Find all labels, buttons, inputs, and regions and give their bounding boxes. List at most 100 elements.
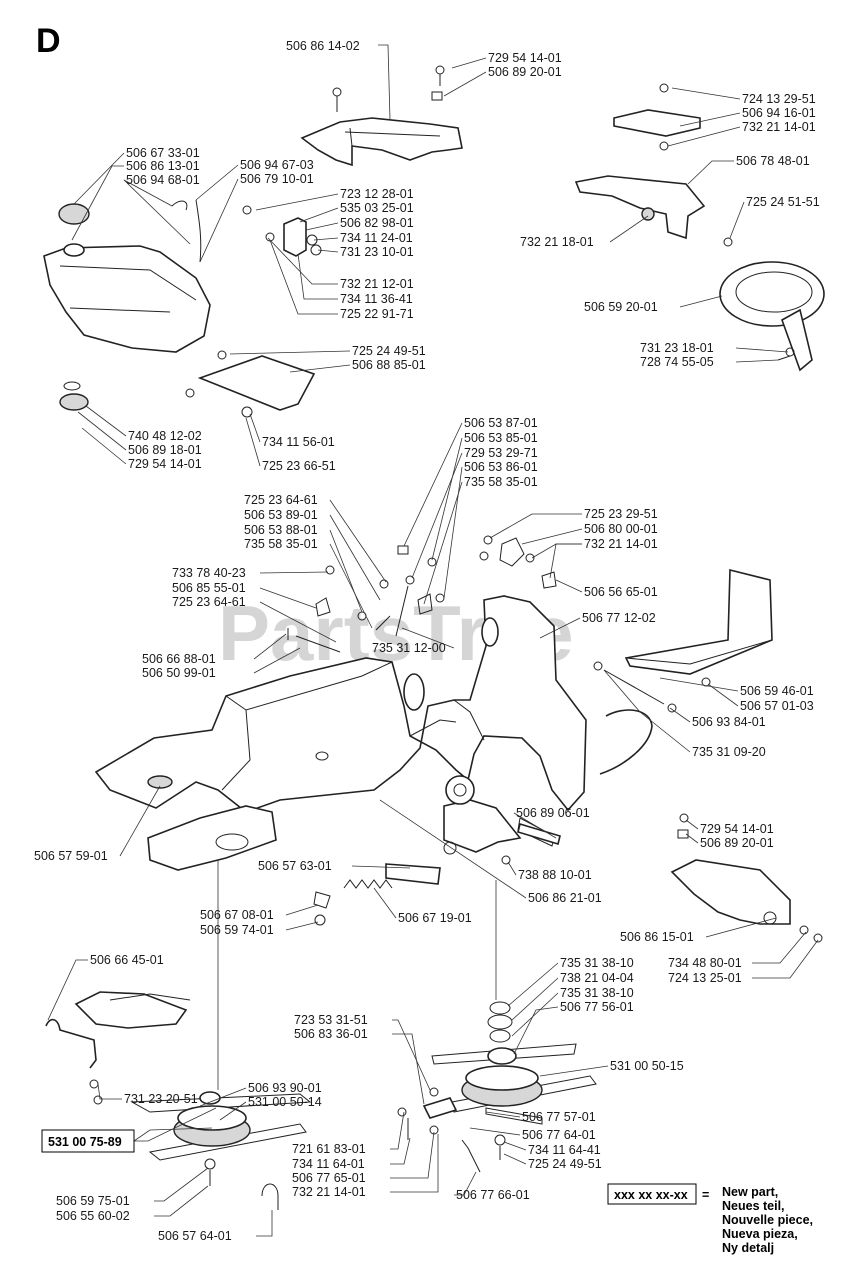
part-number: 506 86 14-02 (286, 39, 360, 53)
part-number: 506 93 90-01 (248, 1081, 322, 1095)
part-number: 531 00 50-14 (248, 1095, 322, 1109)
part-number: 725 23 29-51 (584, 507, 658, 521)
part-number: 723 12 28-01 (340, 187, 414, 201)
part-number: 506 89 18-01 (128, 443, 202, 457)
part-number: 731 23 18-01 (640, 341, 714, 355)
legend-line: Nueva pieza, (722, 1227, 798, 1241)
part-number: 506 78 48-01 (736, 154, 810, 168)
part-number: 506 59 75-01 (56, 1194, 130, 1208)
part-number: 506 50 99-01 (142, 666, 216, 680)
part-number: 506 55 60-02 (56, 1209, 130, 1223)
part-number: 506 89 20-01 (488, 65, 562, 79)
part-number: 506 77 65-01 (292, 1171, 366, 1185)
part-number: 740 48 12-02 (128, 429, 202, 443)
part-number: 738 21 04-04 (560, 971, 634, 985)
part-number: 729 54 14-01 (128, 457, 202, 471)
part-number: 506 53 87-01 (464, 416, 538, 430)
part-number: 506 82 98-01 (340, 216, 414, 230)
part-number: 506 80 00-01 (584, 522, 658, 536)
part-number: 733 78 40-23 (172, 566, 246, 580)
part-number: 506 66 88-01 (142, 652, 216, 666)
part-number: 506 53 85-01 (464, 431, 538, 445)
part-number: 506 85 55-01 (172, 581, 246, 595)
part-number: 735 31 09-20 (692, 745, 766, 759)
part-number: 734 11 24-01 (340, 231, 413, 245)
part-number: 506 53 89-01 (244, 508, 318, 522)
part-number: 531 00 50-15 (610, 1059, 684, 1073)
legend-line: Ny detalj (722, 1241, 774, 1255)
part-number: 506 57 64-01 (158, 1229, 232, 1243)
part-number: 506 77 12-02 (582, 611, 656, 625)
part-number: 734 11 64-41 (528, 1143, 601, 1157)
legend-line: New part, (722, 1185, 778, 1199)
kit-label-text: 531 00 75-89 (48, 1135, 122, 1149)
part-number: 734 11 36-41 (340, 292, 413, 306)
part-number: 506 88 85-01 (352, 358, 426, 372)
part-number: 725 24 49-51 (528, 1157, 602, 1171)
part-number: 735 31 12-00 (372, 641, 446, 655)
part-number: 734 11 56-01 (262, 435, 335, 449)
part-number: 506 53 88-01 (244, 523, 318, 537)
legend-line: Neues teil, (722, 1199, 785, 1213)
part-number: 732 21 14-01 (584, 537, 658, 551)
part-number: 729 54 14-01 (700, 822, 774, 836)
part-number-labels: 506 86 14-02 729 54 14-01 506 89 20-01 7… (34, 39, 820, 1243)
part-number: 725 24 49-51 (352, 344, 426, 358)
part-number: 535 03 25-01 (340, 201, 414, 215)
part-number: 724 13 29-51 (742, 92, 816, 106)
part-number: 506 67 08-01 (200, 908, 274, 922)
part-number: 725 23 64-61 (244, 493, 318, 507)
part-number: 506 59 74-01 (200, 923, 274, 937)
part-number: 738 88 10-01 (518, 868, 592, 882)
part-number: 506 59 46-01 (740, 684, 814, 698)
part-number: 506 79 10-01 (240, 172, 314, 186)
part-number: 506 77 56-01 (560, 1000, 634, 1014)
part-number: 734 11 64-01 (292, 1157, 365, 1171)
part-number: 506 86 15-01 (620, 930, 694, 944)
part-number: 735 58 35-01 (464, 475, 538, 489)
part-number: 734 48 80-01 (668, 956, 742, 970)
part-number: 506 77 57-01 (522, 1110, 596, 1124)
part-number: 732 21 18-01 (520, 235, 594, 249)
part-number: 732 21 12-01 (340, 277, 414, 291)
part-number: 506 56 65-01 (584, 585, 658, 599)
part-number: 506 53 86-01 (464, 460, 538, 474)
part-number: 506 77 66-01 (456, 1188, 530, 1202)
part-number: 729 53 29-71 (464, 446, 538, 460)
part-number: 506 57 59-01 (34, 849, 108, 863)
part-number: 506 94 16-01 (742, 106, 816, 120)
part-number: 506 59 20-01 (584, 300, 658, 314)
part-number: 506 67 19-01 (398, 911, 472, 925)
part-number: 506 86 21-01 (528, 891, 602, 905)
legend-line: Nouvelle piece, (722, 1213, 813, 1227)
part-number: 506 57 63-01 (258, 859, 332, 873)
part-number: 506 67 33-01 (126, 146, 200, 160)
part-number: 735 31 38-10 (560, 986, 634, 1000)
part-number: 725 24 51-51 (746, 195, 820, 209)
part-number: 725 23 64-61 (172, 595, 246, 609)
part-number: 506 57 01-03 (740, 699, 814, 713)
part-number: 732 21 14-01 (292, 1185, 366, 1199)
leader-lines (47, 44, 819, 1237)
kit-label: 531 00 75-89 (41, 1129, 135, 1153)
part-number: 506 66 45-01 (90, 953, 164, 967)
part-number: 731 23 10-01 (340, 245, 414, 259)
part-number: 506 93 84-01 (692, 715, 766, 729)
part-number: 506 83 36-01 (294, 1027, 368, 1041)
legend-equals: = (702, 1188, 709, 1202)
part-number: 506 77 64-01 (522, 1128, 596, 1142)
legend-sample: xxx xx xx-xx (614, 1188, 688, 1202)
legend: xxx xx xx-xx = New part, Neues teil, Nou… (607, 1183, 813, 1255)
part-number: 506 89 20-01 (700, 836, 774, 850)
part-number: 724 13 25-01 (668, 971, 742, 985)
part-number: 723 53 31-51 (294, 1013, 368, 1027)
part-number: 729 54 14-01 (488, 51, 562, 65)
part-number: 506 94 67-03 (240, 158, 314, 172)
part-number: 735 58 35-01 (244, 537, 318, 551)
part-number: 506 86 13-01 (126, 159, 200, 173)
section-letter: D (36, 22, 61, 60)
part-number: 732 21 14-01 (742, 120, 816, 134)
part-number: 725 23 66-51 (262, 459, 336, 473)
part-number: 728 74 55-05 (640, 355, 714, 369)
